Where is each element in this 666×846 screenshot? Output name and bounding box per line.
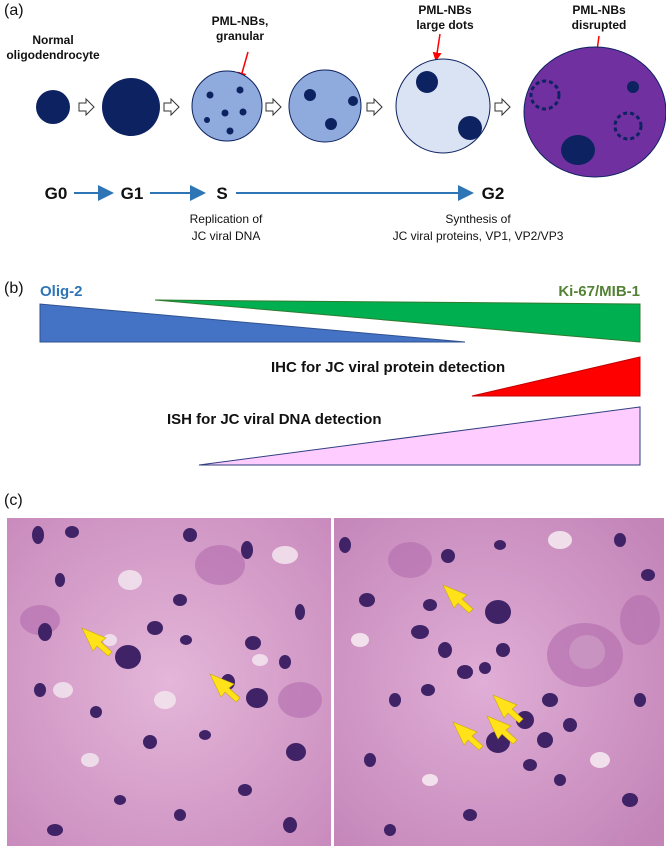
g2-note-line1: Synthesis of [445, 212, 511, 226]
wedge-olig2 [39, 303, 466, 343]
stage-arrow-1 [78, 97, 95, 117]
label-ihc: IHC for JC viral protein detection [271, 359, 505, 376]
left-pointer-arrows [81, 627, 241, 703]
cell-intermediate [288, 69, 362, 143]
panel-label-a: (a) [4, 2, 24, 19]
cycle-s: S [216, 184, 227, 203]
label-ki67: Ki-67/MIB-1 [558, 283, 640, 300]
panel-label-c: (c) [4, 492, 23, 509]
label-olig2: Olig-2 [40, 283, 83, 300]
svg-text:PML-NBs: PML-NBs [418, 3, 472, 17]
svg-text:large dots: large dots [416, 18, 474, 32]
cell-large-dots [395, 58, 491, 154]
histology-image-left [7, 518, 331, 846]
panel-label-b: (b) [4, 280, 24, 297]
s-note-line1: Replication of [190, 212, 263, 226]
image-divider [331, 518, 334, 846]
label-disrupted: PML-NBs disrupted [572, 3, 627, 32]
s-note-line2: JC viral DNA [192, 229, 261, 243]
label-normal-oligodendrocyte: Normal oligodendrocyte [6, 33, 100, 62]
stage-arrows [78, 97, 511, 117]
g2-note-line2: JC viral proteins, VP1, VP2/VP3 [393, 229, 564, 243]
cycle-g1: G1 [121, 184, 144, 203]
cell-granular [191, 70, 263, 142]
stage-arrow-5 [494, 97, 511, 117]
stage-arrow-3 [265, 97, 282, 117]
cycle-g0: G0 [45, 184, 68, 203]
svg-text:PML-NBs,: PML-NBs, [212, 14, 269, 28]
svg-text:PML-NBs: PML-NBs [572, 3, 626, 17]
cell-normal [36, 90, 70, 124]
wedge-ihc [471, 356, 641, 397]
stage-arrow-4 [366, 97, 383, 117]
label-large-dots: PML-NBs large dots [416, 3, 474, 32]
wedge-ki67 [154, 299, 641, 343]
svg-text:disrupted: disrupted [572, 18, 627, 32]
label-granular: PML-NBs, granular [212, 14, 269, 43]
wedge-ish [198, 406, 641, 466]
histology-image-right [334, 518, 664, 846]
stage-arrow-2 [163, 97, 180, 117]
label-ish: ISH for JC viral DNA detection [167, 411, 381, 428]
right-pointer-arrows [442, 584, 524, 751]
normal-label-line1: Normal [32, 33, 73, 47]
cell-disrupted [523, 46, 666, 178]
cycle-g2: G2 [482, 184, 505, 203]
pointer-arrow-large-dots [432, 33, 442, 62]
normal-label-line2: oligodendrocyte [6, 48, 100, 62]
cell-g1 [102, 78, 160, 136]
svg-text:granular: granular [216, 29, 264, 43]
